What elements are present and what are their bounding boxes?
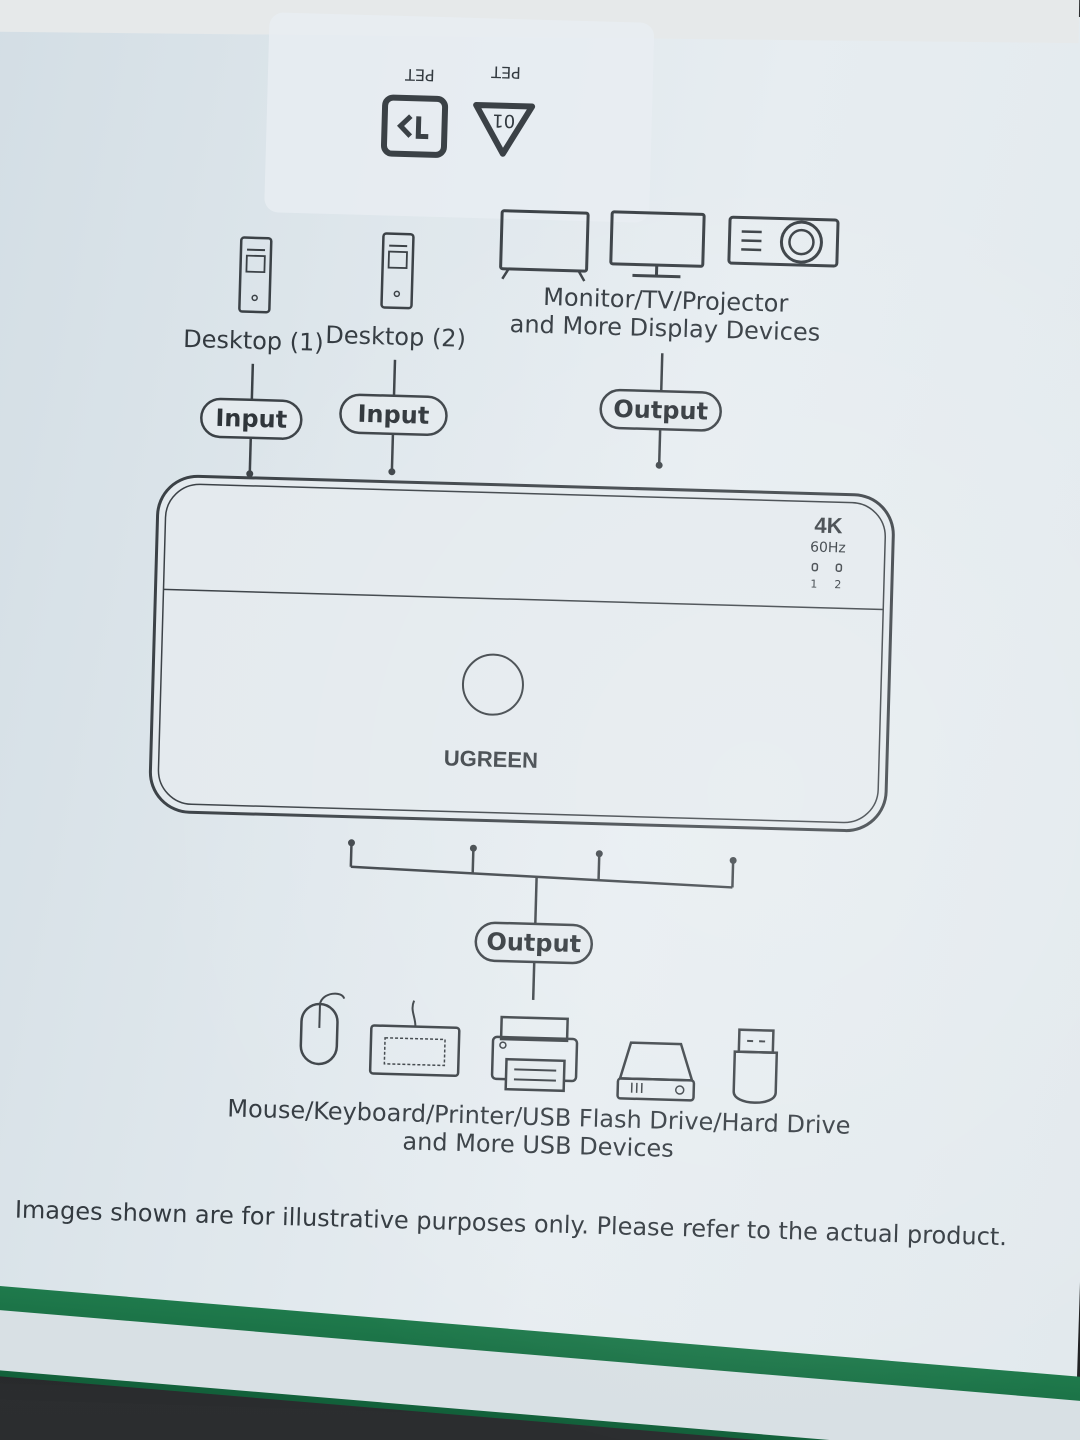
recycle-number: 01 [492,109,515,131]
switch-button [461,653,524,716]
input-1-label: Input [215,404,288,434]
display-output-label: Output [613,395,708,426]
led-1-label: 1 [810,577,817,590]
desktop-1-label: Desktop (1) [183,325,324,357]
usb-output-pill [474,921,594,965]
mouse-icon [299,992,346,1066]
recycle-panel [264,12,655,223]
spec-refresh: 60Hz [810,539,846,556]
input-1-pill [200,397,303,440]
spec-resolution: 4K [814,513,843,539]
desktop-tower-icon [238,236,273,314]
projector-icon [727,215,840,268]
input-2-pill [339,393,448,436]
display-label-line1: Monitor/TV/Projector [543,283,789,318]
usb-port-bus [347,839,737,1000]
tv-icon [499,209,590,282]
monitor-icon [609,210,706,279]
kvm-switch-device [148,474,895,833]
brand-logo: UGREEN [443,745,538,773]
recycle-label-1: PET [491,62,521,82]
desktop-2-label: Desktop (2) [325,321,466,353]
input-2-label: Input [357,400,430,430]
recycle-label-2: PET [405,65,435,85]
led-1-indicator [811,562,819,572]
disclaimer-text: Images shown are for illustrative purpos… [15,1196,1008,1252]
display-output-pill [599,388,722,432]
led-2-label: 2 [834,578,841,591]
led-2-indicator [835,563,843,573]
recycle-pet-icon [473,101,536,157]
hard-drive-icon [616,1041,696,1102]
usb-flash-drive-icon [732,1028,779,1104]
recycle-paper-icon [380,94,449,158]
printer-icon [490,1015,579,1093]
keyboard-icon [368,1000,461,1078]
usb-output-label: Output [486,928,581,959]
desktop-tower-icon [380,232,415,310]
